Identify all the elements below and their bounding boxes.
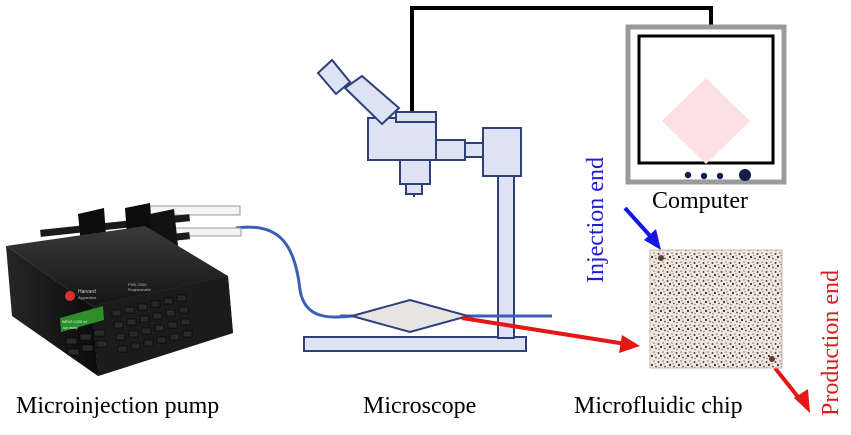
injection-end-label: Injection end xyxy=(583,157,609,283)
microfluidic-chip-image xyxy=(649,249,783,369)
microscope-objective xyxy=(399,159,431,185)
pump-brand-text: Harvard xyxy=(78,289,96,295)
computer-label: Computer xyxy=(652,188,748,214)
microscope-arm xyxy=(462,142,485,158)
stage-chip xyxy=(348,298,472,334)
pump-display-line2: run ready xyxy=(63,326,78,330)
computer-monitor xyxy=(625,24,787,185)
monitor-button xyxy=(700,172,708,180)
red-arrow-production xyxy=(773,366,810,413)
pump-tubing xyxy=(235,225,353,319)
pump-brand-sub: Apparatus xyxy=(78,295,96,300)
microscope-head xyxy=(367,117,437,161)
microscope-label: Microscope xyxy=(363,393,477,419)
chip-label: Microfluidic chip xyxy=(574,393,743,419)
pump-display-line1: INFUS 0.000 ml xyxy=(62,320,87,324)
pump-keypad xyxy=(65,294,193,356)
red-arrow-to-chip xyxy=(461,316,640,353)
monitor-button xyxy=(716,172,724,180)
microscope xyxy=(303,58,552,352)
pump-lcd-display xyxy=(60,306,104,332)
pump-model-text: PHD 2000 xyxy=(128,282,147,287)
pump-label: Microinjection pump xyxy=(16,393,220,419)
camera-cable xyxy=(410,6,713,112)
microscope-arm-block xyxy=(482,127,522,177)
harvard-logo-icon xyxy=(65,291,75,301)
production-end-label: Production end xyxy=(818,270,844,416)
monitor-button xyxy=(684,171,692,179)
microinjection-pump: Harvard Apparatus PHD 2000 Programmable … xyxy=(6,203,242,376)
screen-diamond-image xyxy=(662,78,750,164)
monitor-power-button xyxy=(739,169,751,181)
microscope-eyepiece xyxy=(343,74,401,126)
pump-model-sub: Programmable xyxy=(128,288,151,292)
blue-arrow-injection xyxy=(623,206,661,250)
microscope-base xyxy=(303,336,527,352)
microscope-pillar xyxy=(497,174,515,339)
